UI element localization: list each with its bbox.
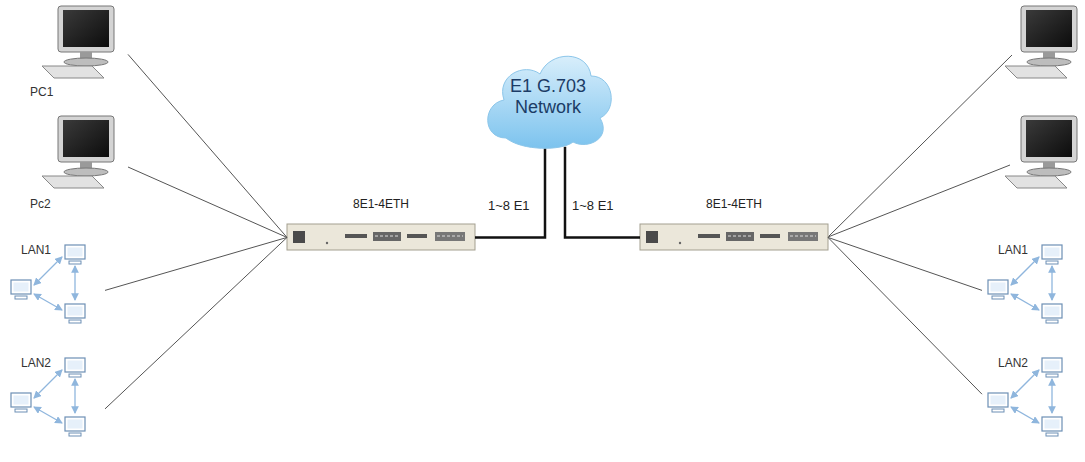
lan-node: LAN2	[5, 355, 105, 453]
device-body	[640, 224, 828, 250]
device-body	[287, 224, 475, 250]
lan-node: LAN2	[982, 355, 1082, 453]
mux-device: 8E1-4ETH	[640, 196, 828, 252]
node-label: LAN1	[998, 243, 1028, 258]
link-line	[128, 54, 287, 237]
link-label: 1~8 E1	[570, 198, 616, 213]
link-line	[565, 147, 640, 238]
link-line	[828, 237, 982, 394]
pc-icon	[42, 116, 114, 188]
link-line	[105, 237, 287, 408]
link-line	[128, 167, 287, 237]
link-line	[105, 237, 287, 290]
node-label: PC1	[30, 85, 53, 100]
link-line	[828, 237, 982, 290]
node-label: 8E1-4ETH	[353, 196, 409, 212]
node-label: LAN2	[998, 356, 1028, 371]
pc-icon	[1005, 116, 1077, 188]
link-line	[475, 147, 545, 238]
node-label: E1 G.703 Network	[498, 76, 598, 117]
mux-device: 8E1-4ETH	[287, 196, 475, 252]
node-label: Pc2	[30, 197, 51, 212]
pc-node: PC1	[28, 5, 128, 100]
pc-icon	[1005, 6, 1077, 78]
pc-icon	[42, 6, 114, 78]
edge-label-box: 1~8 E1	[570, 196, 616, 214]
link-label: 1~8 E1	[486, 198, 532, 213]
lan-node: LAN1	[5, 242, 105, 330]
lan-node: LAN1	[982, 242, 1082, 330]
pc-node: Pc2	[28, 112, 128, 212]
network-cloud: E1 G.703 Network	[478, 38, 618, 150]
node-label: 8E1-4ETH	[706, 196, 762, 212]
edge-label-box: 1~8 E1	[486, 196, 532, 214]
node-label: LAN1	[21, 243, 51, 258]
node-label: LAN2	[21, 356, 51, 371]
